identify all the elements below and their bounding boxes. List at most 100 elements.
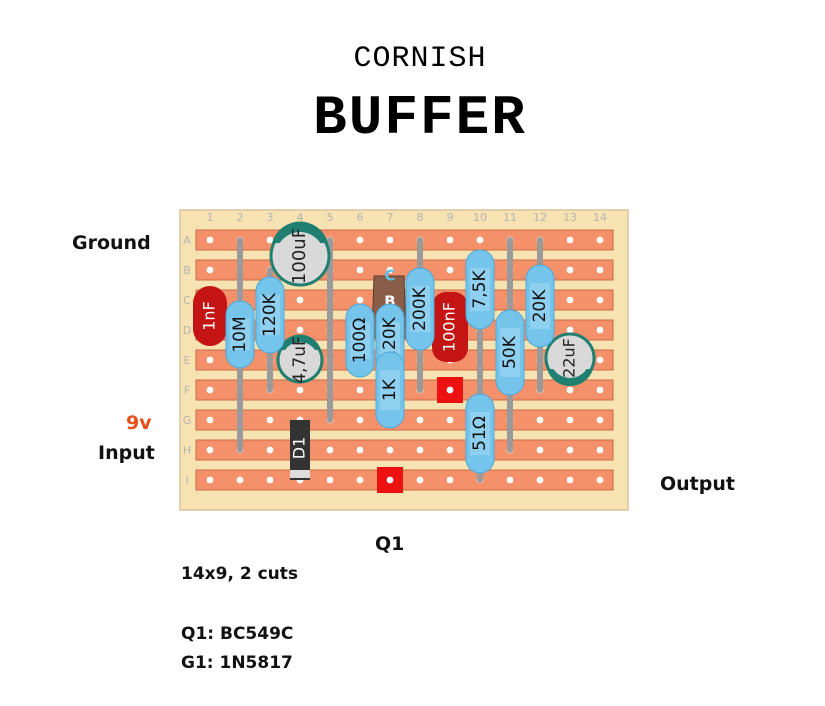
strip-hole — [596, 386, 604, 394]
strip-hole — [386, 446, 394, 454]
row-label: I — [185, 474, 188, 487]
column-label: 10 — [473, 211, 487, 224]
row-label: B — [183, 264, 191, 277]
resistor-r-20k: 20K — [525, 264, 555, 348]
copper-strip — [195, 229, 614, 251]
strip-hole — [446, 416, 454, 424]
strip-hole — [506, 476, 514, 484]
strip-hole — [566, 386, 574, 394]
strip-hole — [596, 356, 604, 364]
strip-hole — [356, 296, 364, 304]
strip-hole — [296, 296, 304, 304]
capacitor-4-7uf: 4,7uF — [276, 334, 324, 384]
resistor-r-10m: 10M — [225, 300, 255, 369]
resistor-value-label: 200K — [410, 286, 430, 330]
strip-hole — [206, 356, 214, 364]
strip-hole — [446, 446, 454, 454]
column-label: 5 — [327, 211, 334, 224]
column-label: 11 — [503, 211, 517, 224]
resistor-value-label: 100Ω — [350, 318, 370, 363]
track-cut-hole — [386, 476, 394, 484]
column-label: 8 — [417, 211, 424, 224]
resistor-value-label: 20K — [530, 289, 550, 323]
resistor-r-7-5k: 7,5K — [465, 249, 495, 330]
strip-hole — [206, 236, 214, 244]
strip-hole — [386, 236, 394, 244]
row-label: G — [183, 414, 192, 427]
strip-hole — [266, 416, 274, 424]
strip-hole — [266, 446, 274, 454]
column-label: 13 — [563, 211, 577, 224]
column-label: 4 — [297, 211, 304, 224]
strip-hole — [416, 446, 424, 454]
strip-hole — [356, 476, 364, 484]
strip-hole — [266, 236, 274, 244]
strip-hole — [446, 236, 454, 244]
strip-hole — [416, 476, 424, 484]
row-label: C — [183, 294, 191, 307]
capacitor-100uf-label: 100uF — [289, 228, 310, 284]
row-label: H — [183, 444, 191, 457]
strip-hole — [446, 476, 454, 484]
resistor-r-51: 51Ω — [465, 393, 495, 474]
copper-strip — [195, 439, 614, 461]
strip-hole — [356, 386, 364, 394]
strip-hole — [356, 446, 364, 454]
capacitor-22uf-label: 22uF — [560, 338, 579, 378]
supply-label: 9v — [126, 412, 152, 434]
column-label: 3 — [267, 211, 274, 224]
q1-base-label: B — [384, 293, 395, 311]
strip-hole — [566, 326, 574, 334]
strip-hole — [416, 416, 424, 424]
q1-label: Q1 — [375, 533, 405, 555]
capacitor-1nf: 1nF — [193, 286, 227, 346]
capacitor-1nf-label: 1nF — [200, 301, 219, 331]
strip-hole — [206, 476, 214, 484]
diode-d1: D1 — [290, 420, 310, 480]
ground-label: Ground — [72, 232, 151, 254]
track-cut-hole — [446, 386, 454, 394]
strip-hole — [596, 266, 604, 274]
row-label: A — [183, 234, 191, 247]
strip-hole — [596, 326, 604, 334]
diode-d1-label: D1 — [290, 437, 309, 460]
title-buffer: BUFFER — [313, 86, 527, 150]
resistor-value-label: 1K — [380, 378, 400, 401]
input-label: Input — [98, 442, 155, 464]
title-cornish: CORNISH — [353, 42, 487, 76]
row-label: D — [183, 324, 191, 337]
copper-strip — [195, 469, 614, 491]
g1-part-note: G1: 1N5817 — [181, 653, 293, 673]
strip-hole — [566, 416, 574, 424]
board-size-note: 14x9, 2 cuts — [181, 564, 298, 584]
q1-collector-label: C — [384, 267, 395, 285]
resistor-r-1k: 1K — [375, 351, 405, 429]
capacitor-100nf-label: 100nF — [440, 302, 459, 352]
strip-hole — [566, 236, 574, 244]
strip-hole — [206, 416, 214, 424]
resistor-value-label: 51Ω — [470, 416, 490, 451]
strip-hole — [536, 446, 544, 454]
capacitor-100uf: 100uF — [269, 221, 331, 287]
capacitor-100nf: 100nF — [432, 292, 468, 362]
column-label: 1 — [207, 211, 214, 224]
strip-hole — [326, 446, 334, 454]
resistor-r-50k: 50K — [495, 309, 525, 396]
strip-hole — [206, 386, 214, 394]
strip-hole — [596, 236, 604, 244]
resistor-value-label: 50K — [500, 335, 520, 369]
strip-hole — [596, 296, 604, 304]
resistor-r-200k: 200K — [405, 267, 435, 351]
q1-part-note: Q1: BC549C — [181, 624, 294, 644]
strip-hole — [566, 476, 574, 484]
strip-hole — [536, 476, 544, 484]
strip-hole — [296, 386, 304, 394]
row-label: E — [184, 354, 191, 367]
strip-hole — [596, 446, 604, 454]
strip-hole — [326, 476, 334, 484]
strip-hole — [536, 416, 544, 424]
resistor-r-100: 100Ω — [345, 303, 375, 378]
strip-hole — [206, 266, 214, 274]
